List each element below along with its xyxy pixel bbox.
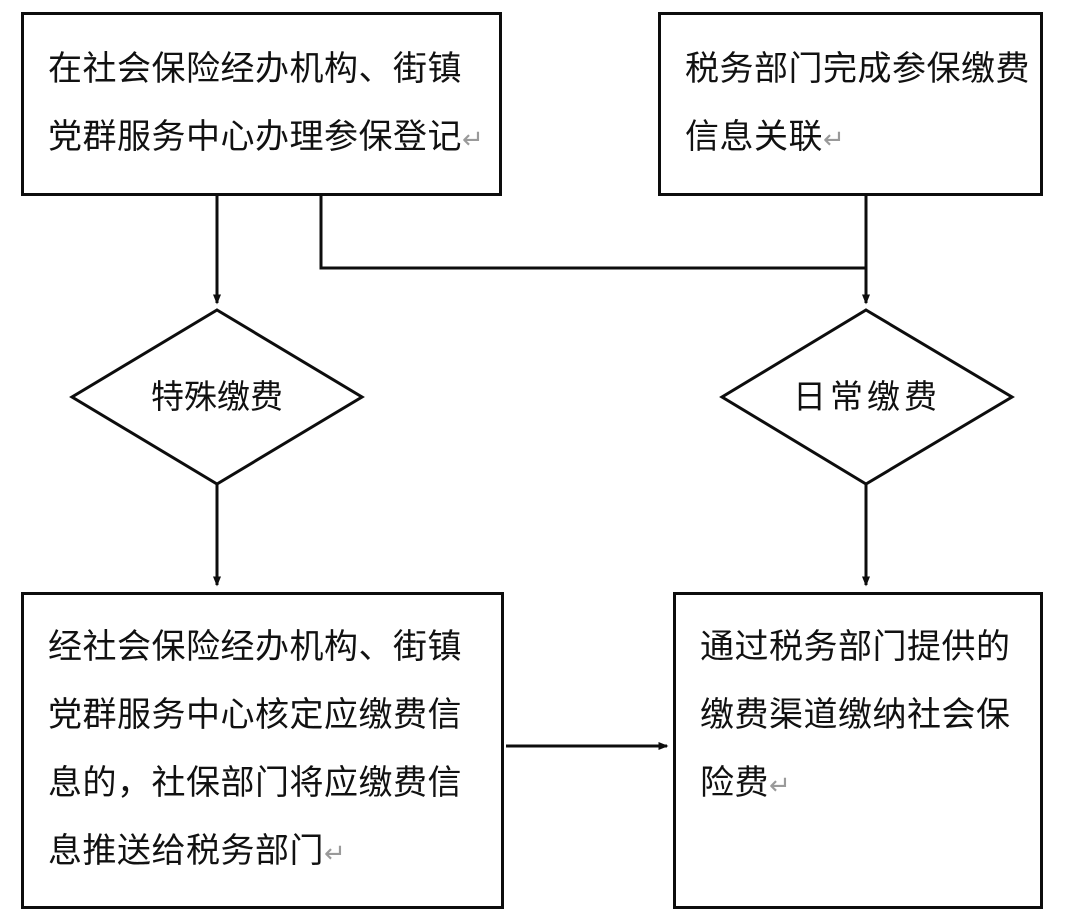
node-bottom-left[interactable]: 经社会保险经办机构、街镇党群服务中心核定应缴费信息的，社保部门将应缴费信息推送给… [21, 592, 504, 909]
node-decision-left-label: 特殊缴费 [151, 377, 283, 416]
pilcrow-icon: ↵ [462, 125, 485, 155]
node-top-left[interactable]: 在社会保险经办机构、街镇党群服务中心办理参保登记↵ [21, 12, 502, 196]
edge-top-left-to-decision-right [319, 196, 866, 270]
node-top-left-label: 在社会保险经办机构、街镇党群服务中心办理参保登记↵ [48, 49, 485, 157]
node-bottom-right-label: 通过税务部门提供的缴费渠道缴纳社会保险费↵ [700, 627, 1011, 803]
pilcrow-icon: ↵ [769, 771, 792, 801]
pilcrow-icon: ↵ [324, 839, 347, 869]
pilcrow-icon: ↵ [823, 125, 846, 155]
node-bottom-left-label: 经社会保险经办机构、街镇党群服务中心核定应缴费信息的，社保部门将应缴费信息推送给… [48, 627, 462, 871]
node-bottom-right[interactable]: 通过税务部门提供的缴费渠道缴纳社会保险费↵ [673, 592, 1043, 909]
node-top-right-label: 税务部门完成参保缴费信息关联↵ [685, 49, 1030, 157]
node-top-right[interactable]: 税务部门完成参保缴费信息关联↵ [658, 12, 1043, 196]
node-decision-right-label: 日常缴费 [793, 377, 941, 416]
